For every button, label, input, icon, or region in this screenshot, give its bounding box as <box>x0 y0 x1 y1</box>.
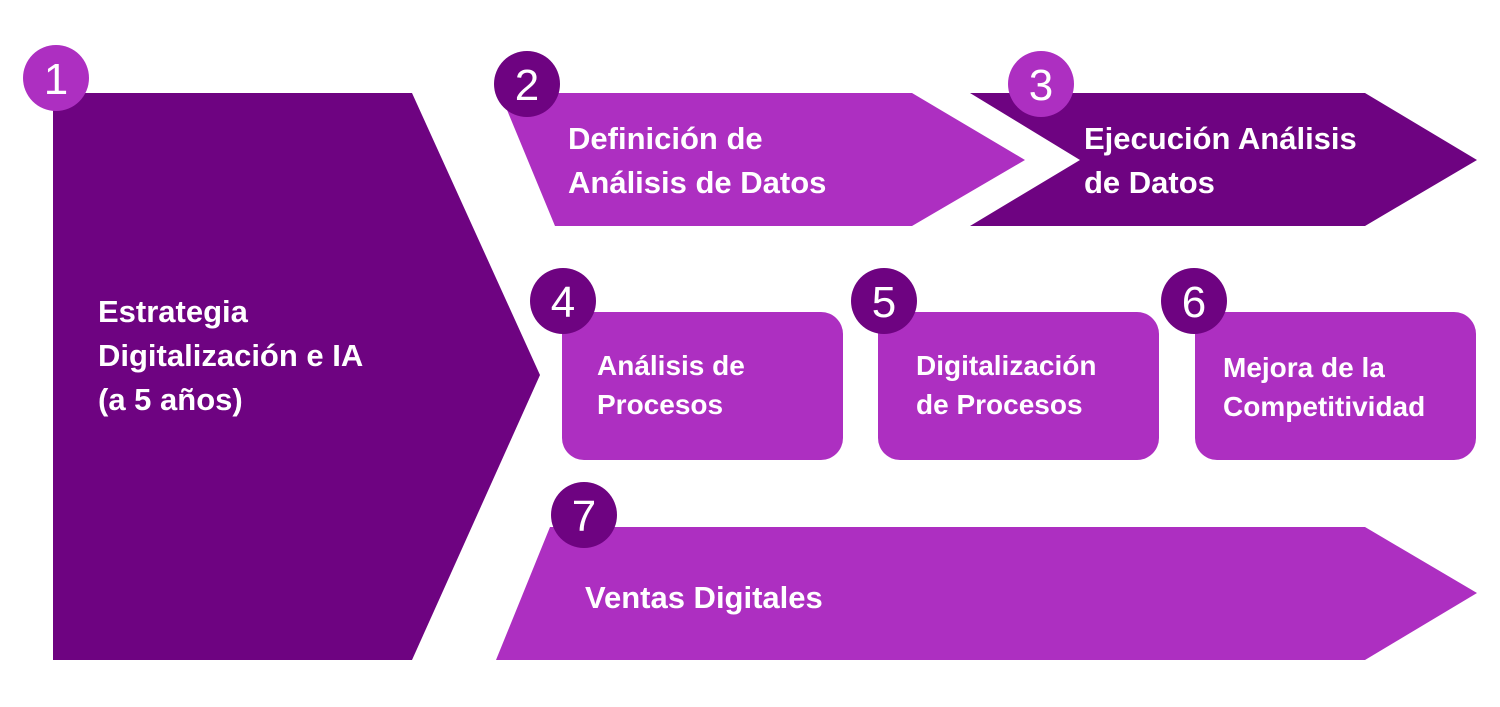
step-1-badge <box>23 45 89 111</box>
step-6-label-line-2: Competitividad <box>1223 391 1425 422</box>
step-4-number: 4 <box>551 278 575 327</box>
step-5: 5 Digitalización de Procesos <box>851 268 1159 460</box>
step-1-label-line-1: Estrategia <box>98 294 249 329</box>
step-5-badge <box>851 268 917 334</box>
step-1: 1 Estrategia Digitalización e IA (a 5 añ… <box>23 45 540 660</box>
step-4-label-line-2: Procesos <box>597 389 723 420</box>
step-5-label-line-2: de Procesos <box>916 389 1083 420</box>
step-4-label-line-1: Análisis de <box>597 350 745 381</box>
step-3-number: 3 <box>1029 61 1053 110</box>
step-2-number: 2 <box>515 61 539 110</box>
step-2-label-line-2: Análisis de Datos <box>568 165 826 200</box>
step-4: 4 Análisis de Procesos <box>530 268 843 460</box>
step-7-number: 7 <box>572 492 596 541</box>
step-3-badge <box>1008 51 1074 117</box>
step-7-label: Ventas Digitales <box>585 580 823 615</box>
step-6: 6 Mejora de la Competitividad <box>1161 268 1476 460</box>
step-1-label-line-2: Digitalización e IA <box>98 338 363 373</box>
step-7-shape <box>496 527 1477 660</box>
step-2-label-line-1: Definición de <box>568 121 763 156</box>
step-1-shape <box>53 93 540 660</box>
step-6-shape <box>1195 312 1476 460</box>
step-3-label-line-1: Ejecución Análisis <box>1084 121 1357 156</box>
step-2-shape <box>500 93 1025 226</box>
step-1-label-line-3: (a 5 años) <box>98 382 243 417</box>
step-5-shape <box>878 312 1159 460</box>
step-2: 2 Definición de Análisis de Datos <box>494 51 1025 226</box>
step-2-badge <box>494 51 560 117</box>
step-3-shape <box>970 93 1477 226</box>
step-4-badge <box>530 268 596 334</box>
step-3: 3 Ejecución Análisis de Datos <box>970 51 1477 226</box>
step-5-number: 5 <box>872 278 896 327</box>
step-6-badge <box>1161 268 1227 334</box>
step-1-number: 1 <box>44 55 68 104</box>
step-6-label-line-1: Mejora de la <box>1223 352 1385 383</box>
step-7-badge <box>551 482 617 548</box>
step-4-shape <box>562 312 843 460</box>
step-3-label-line-2: de Datos <box>1084 165 1215 200</box>
step-7: 7 Ventas Digitales <box>496 482 1477 660</box>
step-6-number: 6 <box>1182 278 1206 327</box>
step-5-label-line-1: Digitalización <box>916 350 1096 381</box>
